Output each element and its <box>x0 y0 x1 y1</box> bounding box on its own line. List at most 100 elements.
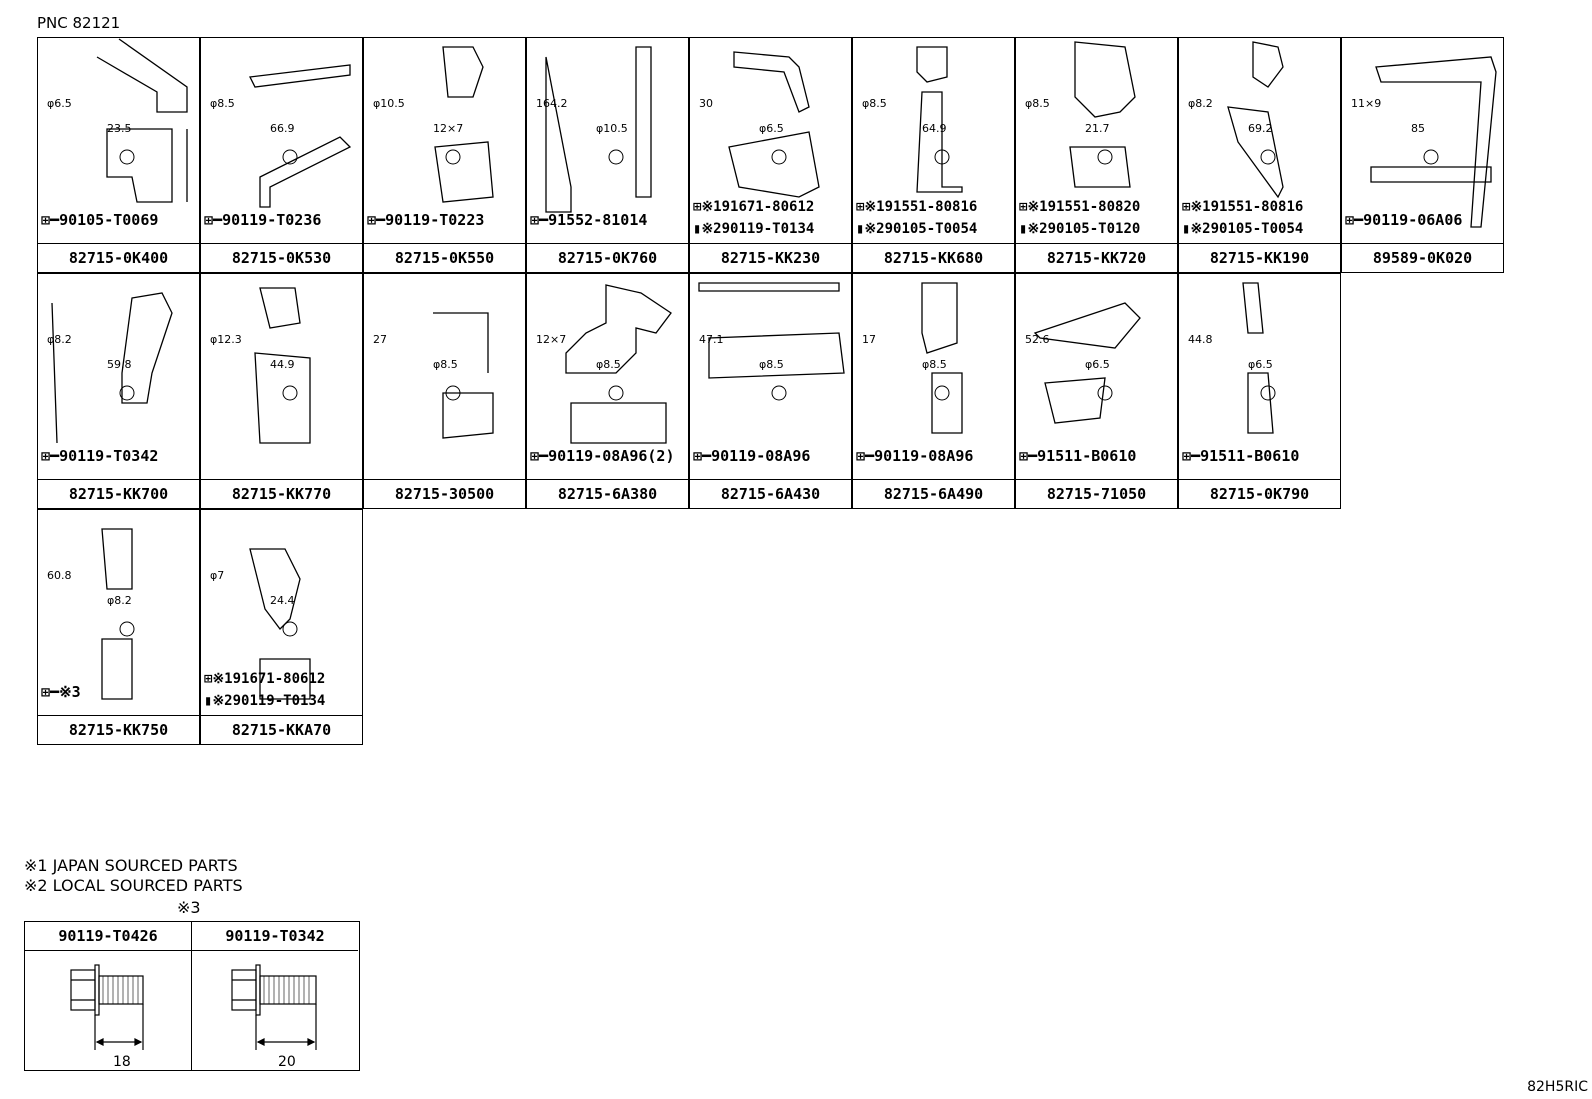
dimension-label: φ6.5 <box>1085 358 1110 371</box>
note3-title: ※3 <box>177 898 201 917</box>
dimension-label: 59.8 <box>107 358 132 371</box>
bolt-icon: ⊞ <box>1182 199 1191 215</box>
dimension-label: φ8.5 <box>862 97 887 110</box>
dimension-label: 64.9 <box>922 122 947 135</box>
dimension-label: 47.1 <box>699 333 724 346</box>
part-number-label: 82715-0K400 <box>37 243 200 273</box>
part-number-label: 82715-KKA70 <box>200 715 363 745</box>
bracket-drawing <box>921 282 963 434</box>
bolt-icon: ⊞ <box>204 671 213 687</box>
bolt-col-1: 90119-T0426 18 <box>25 922 192 1070</box>
bolt-part-number: 91511-B0610 <box>1200 447 1300 465</box>
dimension-label: φ8.5 <box>922 358 947 371</box>
bracket-drawing <box>101 528 135 700</box>
part-number-label: 82715-KK700 <box>37 479 200 509</box>
dimension-label: φ6.5 <box>1248 358 1273 371</box>
bolt-part-number: 90105-T0069 <box>59 211 159 229</box>
bracket-drawing <box>1242 282 1276 434</box>
dimension-label: 17 <box>862 333 876 346</box>
bolt-callout: ⊞━90119-T0236 <box>204 211 321 229</box>
dimension-label: 27 <box>373 333 387 346</box>
bracket-drawing <box>434 46 494 203</box>
dimension-label: φ8.2 <box>107 594 132 607</box>
bolt-icon: ⊞━ <box>41 683 60 701</box>
dimension-label: φ10.5 <box>596 122 628 135</box>
bolt-callout: ▮※290119-T0134 <box>204 693 325 709</box>
dimension-label: 60.8 <box>47 569 72 582</box>
dimension-label: 12×7 <box>433 122 464 135</box>
dimension-label: φ12.3 <box>210 333 242 346</box>
dimension-label: 21.7 <box>1085 122 1110 135</box>
bolt-callout: ▮※290105-T0054 <box>856 221 977 237</box>
part-number-label: 82715-KK770 <box>200 479 363 509</box>
dimension-label: φ8.2 <box>47 333 72 346</box>
bracket-drawing <box>254 287 311 444</box>
bolt-icon: ▮ <box>693 221 702 237</box>
dimension-label: 11×9 <box>1351 97 1382 110</box>
bracket-drawing <box>433 312 494 439</box>
bolt-icon: ⊞ <box>1019 199 1028 215</box>
part-number-label: 82715-KK750 <box>37 715 200 745</box>
bolt-part-number: 91511-B0610 <box>1037 447 1137 465</box>
dimension-label: φ8.5 <box>759 358 784 371</box>
bolt-callout: ▮※290119-T0134 <box>693 221 814 237</box>
dimension-label: φ8.5 <box>210 97 235 110</box>
bolt-part-number: ※191551-80816 <box>1190 199 1304 215</box>
dimension-label: 52.6 <box>1025 333 1050 346</box>
bolt-icon: ⊞━ <box>204 211 223 229</box>
dimension-label: φ8.5 <box>596 358 621 371</box>
bolt-part-number: ※191551-80816 <box>864 199 978 215</box>
part-cell: φ8.2 59.8 ⊞━90119-T0342 82715-KK700 <box>37 273 200 509</box>
bolt-part-number: 90119-08A96(2) <box>548 447 675 465</box>
dimension-label: 85 <box>1411 122 1425 135</box>
dimension-label: 44.8 <box>1188 333 1213 346</box>
bolt-1-drawing <box>70 964 144 1050</box>
part-number-label: 82715-KK720 <box>1015 243 1178 273</box>
bolt-icon: ⊞━ <box>530 211 549 229</box>
part-number-label: 82715-0K790 <box>1178 479 1341 509</box>
dimension-label: 24.4 <box>270 594 295 607</box>
bolt-2-drawing <box>231 964 317 1050</box>
dimension-label: 23.5 <box>107 122 132 135</box>
bolt-icon: ⊞━ <box>41 447 60 465</box>
bolt-2-length: 20 <box>278 1054 296 1070</box>
part-number-label: 82715-0K530 <box>200 243 363 273</box>
bolt-callout: ▮※290105-T0120 <box>1019 221 1140 237</box>
bolt-callout: ⊞━※3 <box>41 683 81 701</box>
bolt-callout: ⊞━90119-08A96 <box>693 447 810 465</box>
bolt-part-number: 90119-T0342 <box>59 447 159 465</box>
part-cell: 60.8 φ8.2 ⊞━※3 82715-KK750 <box>37 509 200 745</box>
bolt-1-length: 18 <box>113 1054 131 1070</box>
bolt-callout: ⊞━91552-81014 <box>530 211 647 229</box>
bolt-callout: ⊞━90105-T0069 <box>41 211 158 229</box>
dimension-label: φ8.5 <box>1025 97 1050 110</box>
bolt-part-number: ※290105-T0054 <box>864 221 978 237</box>
bolt-col-1-part: 90119-T0426 <box>25 922 191 951</box>
bolt-part-number: 90119-08A96 <box>874 447 974 465</box>
bolt-callout: ⊞※191551-80820 <box>1019 199 1140 215</box>
bracket-drawing <box>1033 302 1141 424</box>
part-number-label: 89589-0K020 <box>1341 243 1504 273</box>
bolt-part-number: 90119-T0236 <box>222 211 322 229</box>
bolt-callout: ⊞━90119-06A06 <box>1345 211 1462 229</box>
dimension-label: 30 <box>699 97 713 110</box>
bracket-drawing <box>96 38 188 203</box>
part-number-label: 82715-6A430 <box>689 479 852 509</box>
bracket-drawing <box>728 51 820 198</box>
bolt-callout: ⊞※191671-80612 <box>693 199 814 215</box>
bolt-callout: ⊞※191551-80816 <box>856 199 977 215</box>
bolt-callout: ▮※290105-T0054 <box>1182 221 1303 237</box>
part-cell: 11×9 85 ⊞━90119-06A06 89589-0K020 <box>1341 37 1504 273</box>
part-number-label: 82715-6A490 <box>852 479 1015 509</box>
